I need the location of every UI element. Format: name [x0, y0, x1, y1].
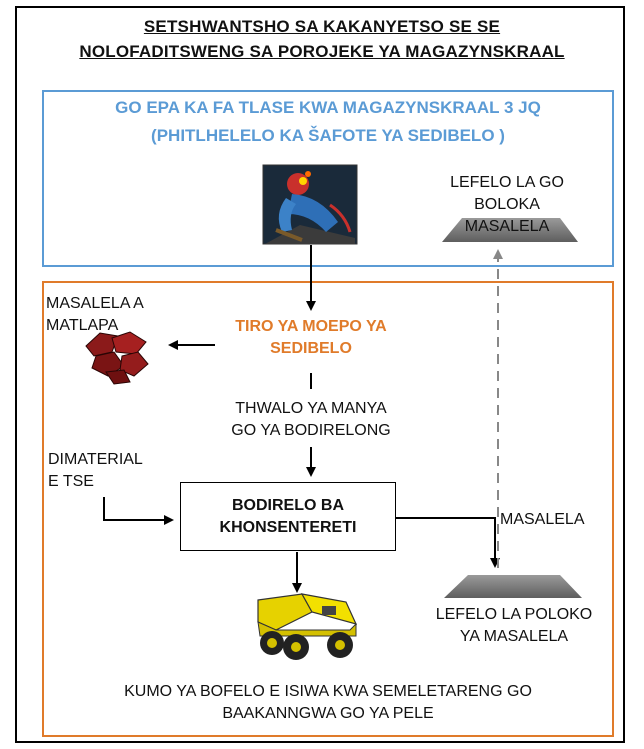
underground-heading-line-1: GO EPA KA FA TLASE KWA MAGAZYNSKRAAL 3 J… — [115, 98, 541, 117]
shaft-mining-label-line-1: TIRO YA MOEPO YA — [235, 318, 387, 335]
tailings-flow-label: MASALELA — [500, 511, 585, 528]
materials-label: DIMATERIAL E TSE — [48, 449, 168, 493]
concentrator-label-line-2: KHONSENTERETI — [219, 518, 357, 536]
waste-rock-icon — [85, 331, 149, 385]
shaft-mining-label-line-2: SEDIBELO — [270, 340, 352, 357]
tailings-storage-label-line-1: LEFELO LA POLOKO — [435, 606, 593, 623]
transport-label: THWALO YA MANYA GO YA BODIRELONG — [206, 398, 416, 442]
surface-operations-box — [42, 281, 614, 737]
waste-rock-label: MASALELA A MATLAPA — [46, 293, 160, 337]
materials-label-line-1: DIMATERIAL — [48, 451, 143, 468]
arrow-materials-to-plant — [103, 497, 174, 525]
arrow-plant-to-tailings — [396, 517, 500, 568]
concentrator-label-line-1: BODIRELO BA — [232, 496, 344, 514]
title-line-1: SETSHWANTSHO SA KAKANYETSO SE SE — [143, 17, 501, 36]
title-line-2: NOLOFADITSWENG SA POROJEKE YA MAGAZYNSKR… — [79, 42, 565, 61]
tailings-storage-label: LEFELO LA POLOKO YA MASALELA — [416, 604, 612, 648]
stockpile-label-line-1: LEFELO LA GO — [450, 174, 564, 191]
miner-icon — [262, 164, 358, 245]
underground-mining-box — [42, 90, 614, 267]
underground-heading-line-2: (PHITLHELELO KA ŠAFOTE YA SEDIBELO ) — [151, 126, 505, 145]
diagram-frame — [15, 6, 625, 743]
waste-rock-label-line-2: MATLAPA — [46, 317, 119, 334]
stockpile-label-line-2: BOLOKA MASALELA — [464, 196, 550, 235]
haul-truck-icon — [257, 593, 358, 660]
waste-rock-label-line-1: MASALELA A — [46, 295, 144, 312]
transport-label-line-1: THWALO YA MANYA — [235, 400, 387, 417]
stockpile-label: LEFELO LA GO BOLOKA MASALELA — [432, 172, 582, 238]
transport-label-line-2: GO YA BODIRELONG — [231, 422, 391, 439]
materials-label-line-2: E TSE — [48, 473, 94, 490]
final-product-label: KUMO YA BOFELO E ISIWA KWA SEMELETARENG … — [44, 681, 612, 725]
tailings-mound — [444, 575, 582, 598]
tailings-storage-label-line-2: YA MASALELA — [459, 628, 569, 645]
concentrator-plant-box: BODIRELO BA KHONSENTERETI — [180, 482, 396, 551]
final-product-label-line-1: KUMO YA BOFELO E ISIWA KWA SEMELETARENG … — [124, 683, 532, 700]
final-product-label-line-2: BAAKANNGWA GO YA PELE — [222, 705, 434, 722]
shaft-mining-label: TIRO YA MOEPO YA SEDIBELO — [206, 316, 416, 360]
stockpile-mound-top — [442, 218, 578, 242]
